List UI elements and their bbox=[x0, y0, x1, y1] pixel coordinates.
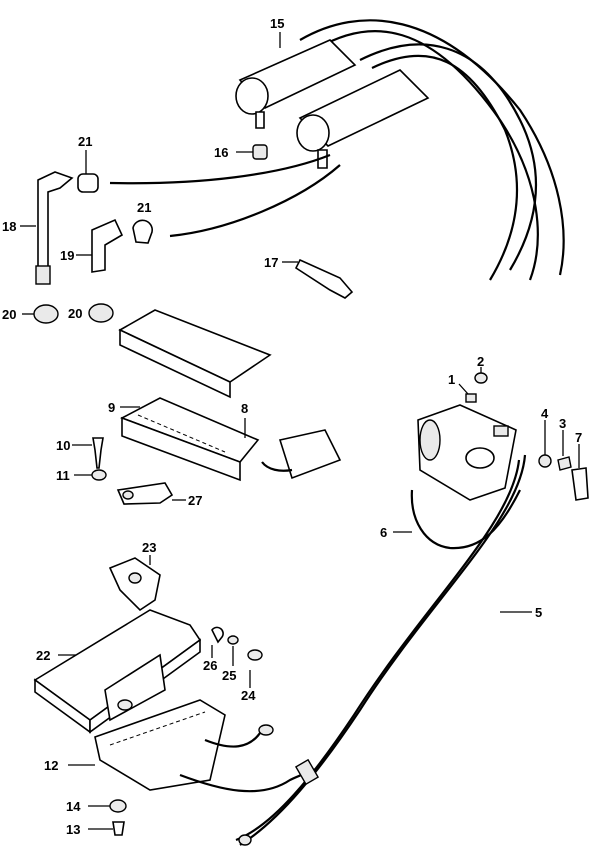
fuse-box-8[interactable] bbox=[120, 397, 342, 482]
washer-11[interactable] bbox=[74, 469, 107, 481]
callout-21b: 21 bbox=[137, 200, 151, 215]
grommet-20b[interactable] bbox=[88, 303, 114, 323]
callout-15: 15 bbox=[270, 16, 284, 31]
cap-nut-part[interactable] bbox=[236, 144, 268, 160]
callout-6: 6 bbox=[380, 525, 387, 540]
screw-24[interactable] bbox=[247, 649, 263, 688]
callout-11: 11 bbox=[56, 468, 70, 483]
bolt-13[interactable] bbox=[88, 821, 125, 836]
callout-24: 24 bbox=[241, 688, 256, 703]
clamp-26[interactable] bbox=[211, 626, 224, 658]
callout-25: 25 bbox=[222, 668, 236, 683]
callout-16: 16 bbox=[214, 145, 228, 160]
callout-12: 12 bbox=[44, 758, 58, 773]
callout-21a: 21 bbox=[78, 134, 92, 149]
callout-8: 8 bbox=[241, 401, 248, 416]
callout-18: 18 bbox=[2, 219, 16, 234]
spark-plug-cap-19[interactable] bbox=[76, 218, 124, 273]
coil-front bbox=[235, 39, 357, 129]
washer-25[interactable] bbox=[227, 635, 239, 666]
callout-3: 3 bbox=[559, 416, 566, 431]
cover-7[interactable] bbox=[571, 444, 589, 501]
battery-holder-22[interactable] bbox=[33, 609, 202, 734]
nut-4[interactable] bbox=[538, 420, 552, 468]
spark-plug-cap-18[interactable] bbox=[20, 171, 74, 285]
terminal-17[interactable] bbox=[282, 258, 354, 299]
starter-relay[interactable] bbox=[417, 404, 517, 501]
callout-26: 26 bbox=[203, 658, 217, 673]
screw-10[interactable] bbox=[72, 437, 104, 469]
coil-rear bbox=[296, 69, 430, 169]
grommet-20a[interactable] bbox=[22, 304, 59, 324]
clamp-27[interactable] bbox=[116, 482, 186, 505]
bracket-23[interactable] bbox=[108, 555, 161, 612]
lead-wire-6[interactable] bbox=[393, 489, 521, 550]
callout-4: 4 bbox=[541, 406, 549, 421]
callout-14: 14 bbox=[66, 799, 81, 814]
callout-5: 5 bbox=[535, 605, 542, 620]
cover-21b[interactable] bbox=[132, 219, 153, 244]
callout-17: 17 bbox=[264, 255, 278, 270]
callout-27: 27 bbox=[188, 493, 202, 508]
starter-motor-lead-5[interactable] bbox=[235, 454, 532, 846]
ignition-coil-assembly[interactable] bbox=[109, 19, 565, 281]
screw-2[interactable] bbox=[474, 367, 488, 384]
callout-2: 2 bbox=[477, 354, 484, 369]
callout-20a: 20 bbox=[2, 307, 16, 322]
callout-9: 9 bbox=[108, 400, 115, 415]
callout-13: 13 bbox=[66, 822, 80, 837]
callout-23: 23 bbox=[142, 540, 156, 555]
callout-10: 10 bbox=[56, 438, 70, 453]
callout-7: 7 bbox=[575, 430, 582, 445]
washer-3[interactable] bbox=[557, 430, 572, 471]
callout-20b: 20 bbox=[68, 306, 82, 321]
screw-1[interactable] bbox=[458, 383, 477, 403]
callout-1: 1 bbox=[448, 372, 455, 387]
callout-22: 22 bbox=[36, 648, 50, 663]
washer-14[interactable] bbox=[88, 799, 127, 813]
fuse-box-cover[interactable] bbox=[118, 309, 272, 399]
cover-21a[interactable] bbox=[77, 150, 99, 193]
regulator-rectifier-12[interactable] bbox=[68, 699, 320, 793]
callout-19: 19 bbox=[60, 248, 74, 263]
